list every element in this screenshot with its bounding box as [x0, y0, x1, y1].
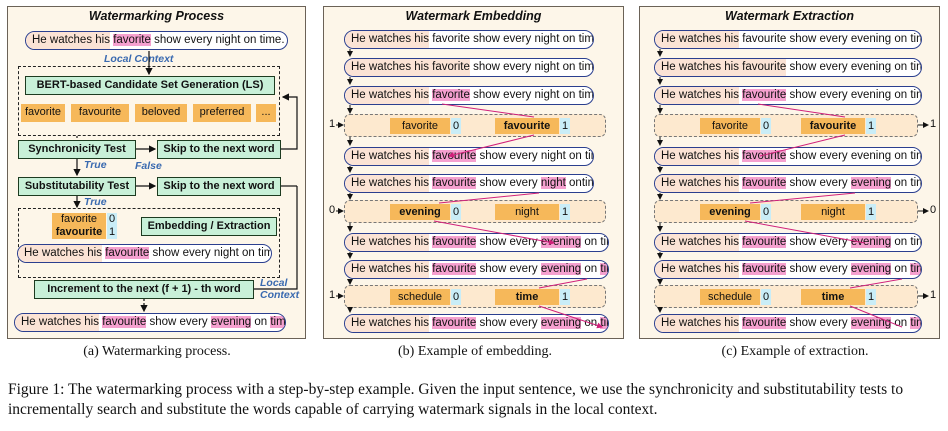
candidate-word: preferred: [193, 104, 251, 122]
candidate-row: evening 0 night 1: [344, 200, 606, 223]
synchronicity-test-box: Synchronicity Test: [18, 140, 136, 159]
true-label: True: [84, 196, 107, 208]
embed-candidates: favorite favourite: [52, 213, 106, 239]
final-sentence: He watches his favourite show every even…: [344, 314, 609, 333]
increment-box: Increment to the next (f + 1) - th word: [34, 280, 254, 299]
candidate-row: schedule 0 time 1: [654, 285, 918, 308]
embedded-sentence: He watches his favourite show every nigh…: [17, 244, 272, 263]
candidate-word: favourite: [71, 104, 129, 122]
input-bit: 1: [329, 118, 336, 130]
skip-next-word-box: Skip to the next word: [157, 177, 281, 196]
subcaption-b: (b) Example of embedding.: [398, 344, 552, 359]
input-bit: 1: [329, 289, 336, 301]
sentence: He watches his favourite show every even…: [654, 86, 922, 105]
local-context-label: Local Context: [104, 53, 174, 65]
figure-caption: Figure 1: The watermarking process with …: [8, 381, 904, 418]
candidate-row: favorite 0 favourite 1: [654, 114, 918, 137]
skip-next-word-box: Skip to the next word: [157, 140, 281, 159]
sentence: He watches his favorite show every night…: [344, 30, 594, 49]
panel-title: Watermark Embedding: [405, 9, 542, 23]
local-context-label: Local Context: [260, 277, 300, 301]
embed-bits: 0 1: [107, 213, 117, 239]
false-label: False: [135, 160, 162, 172]
sentence: He watches his favourite show every even…: [654, 30, 922, 49]
subcaption-a: (a) Watermarking process.: [83, 344, 231, 359]
sentence: He watches his favourite show every nigh…: [344, 174, 594, 193]
output-bit: 1: [930, 118, 937, 130]
sentence: He watches his favourite show every even…: [344, 233, 609, 252]
final-sentence: He watches his favourite show every even…: [654, 314, 922, 333]
sentence: He watches his favorite show every night…: [344, 86, 594, 105]
output-sentence: He watches his favourite show every even…: [14, 313, 286, 332]
input-sentence: He watches his favorite show every night…: [25, 31, 288, 50]
input-bit: 0: [329, 204, 336, 216]
watermark-embedding-panel: Watermark Embedding He watches his favor…: [323, 6, 624, 339]
candidate-word: beloved: [135, 104, 187, 122]
sentence: He watches his favourite show every even…: [654, 58, 922, 77]
subcaption-c: (c) Example of extraction.: [721, 344, 869, 359]
sentence: He watches his favourite show every even…: [654, 233, 922, 252]
watermark-extraction-panel: Watermark Extraction He watches his favo…: [639, 6, 940, 339]
candidate-word: favorite: [21, 104, 65, 122]
sentence: He watches his favourite show every even…: [344, 260, 609, 279]
true-label: True: [84, 159, 107, 171]
sentence: He watches his favourite show every even…: [654, 174, 922, 193]
sentence: He watches his favourite show every even…: [654, 147, 922, 166]
panel-title: Watermark Extraction: [725, 9, 854, 23]
output-bit: 0: [930, 204, 937, 216]
panel-title: Watermarking Process: [88, 9, 225, 23]
watermarking-process-panel: Watermarking Process He watches his favo…: [7, 6, 306, 339]
candidate-row: favorite 0 favourite 1: [344, 114, 606, 137]
output-bit: 1: [930, 289, 937, 301]
candidate-row: evening 0 night 1: [654, 200, 918, 223]
embedding-extraction-box: Embedding / Extraction: [141, 217, 277, 236]
sentence: He watches his favourite show every nigh…: [344, 147, 594, 166]
sentence: He watches his favourite show every even…: [654, 260, 922, 279]
sentence: He watches his favorite show every night…: [344, 58, 594, 77]
candidate-row: schedule 0 time 1: [344, 285, 606, 308]
ls-box: BERT-based Candidate Set Generation (LS): [25, 76, 275, 95]
substitutability-test-box: Substitutability Test: [18, 177, 136, 196]
candidate-word: ...: [256, 104, 276, 122]
